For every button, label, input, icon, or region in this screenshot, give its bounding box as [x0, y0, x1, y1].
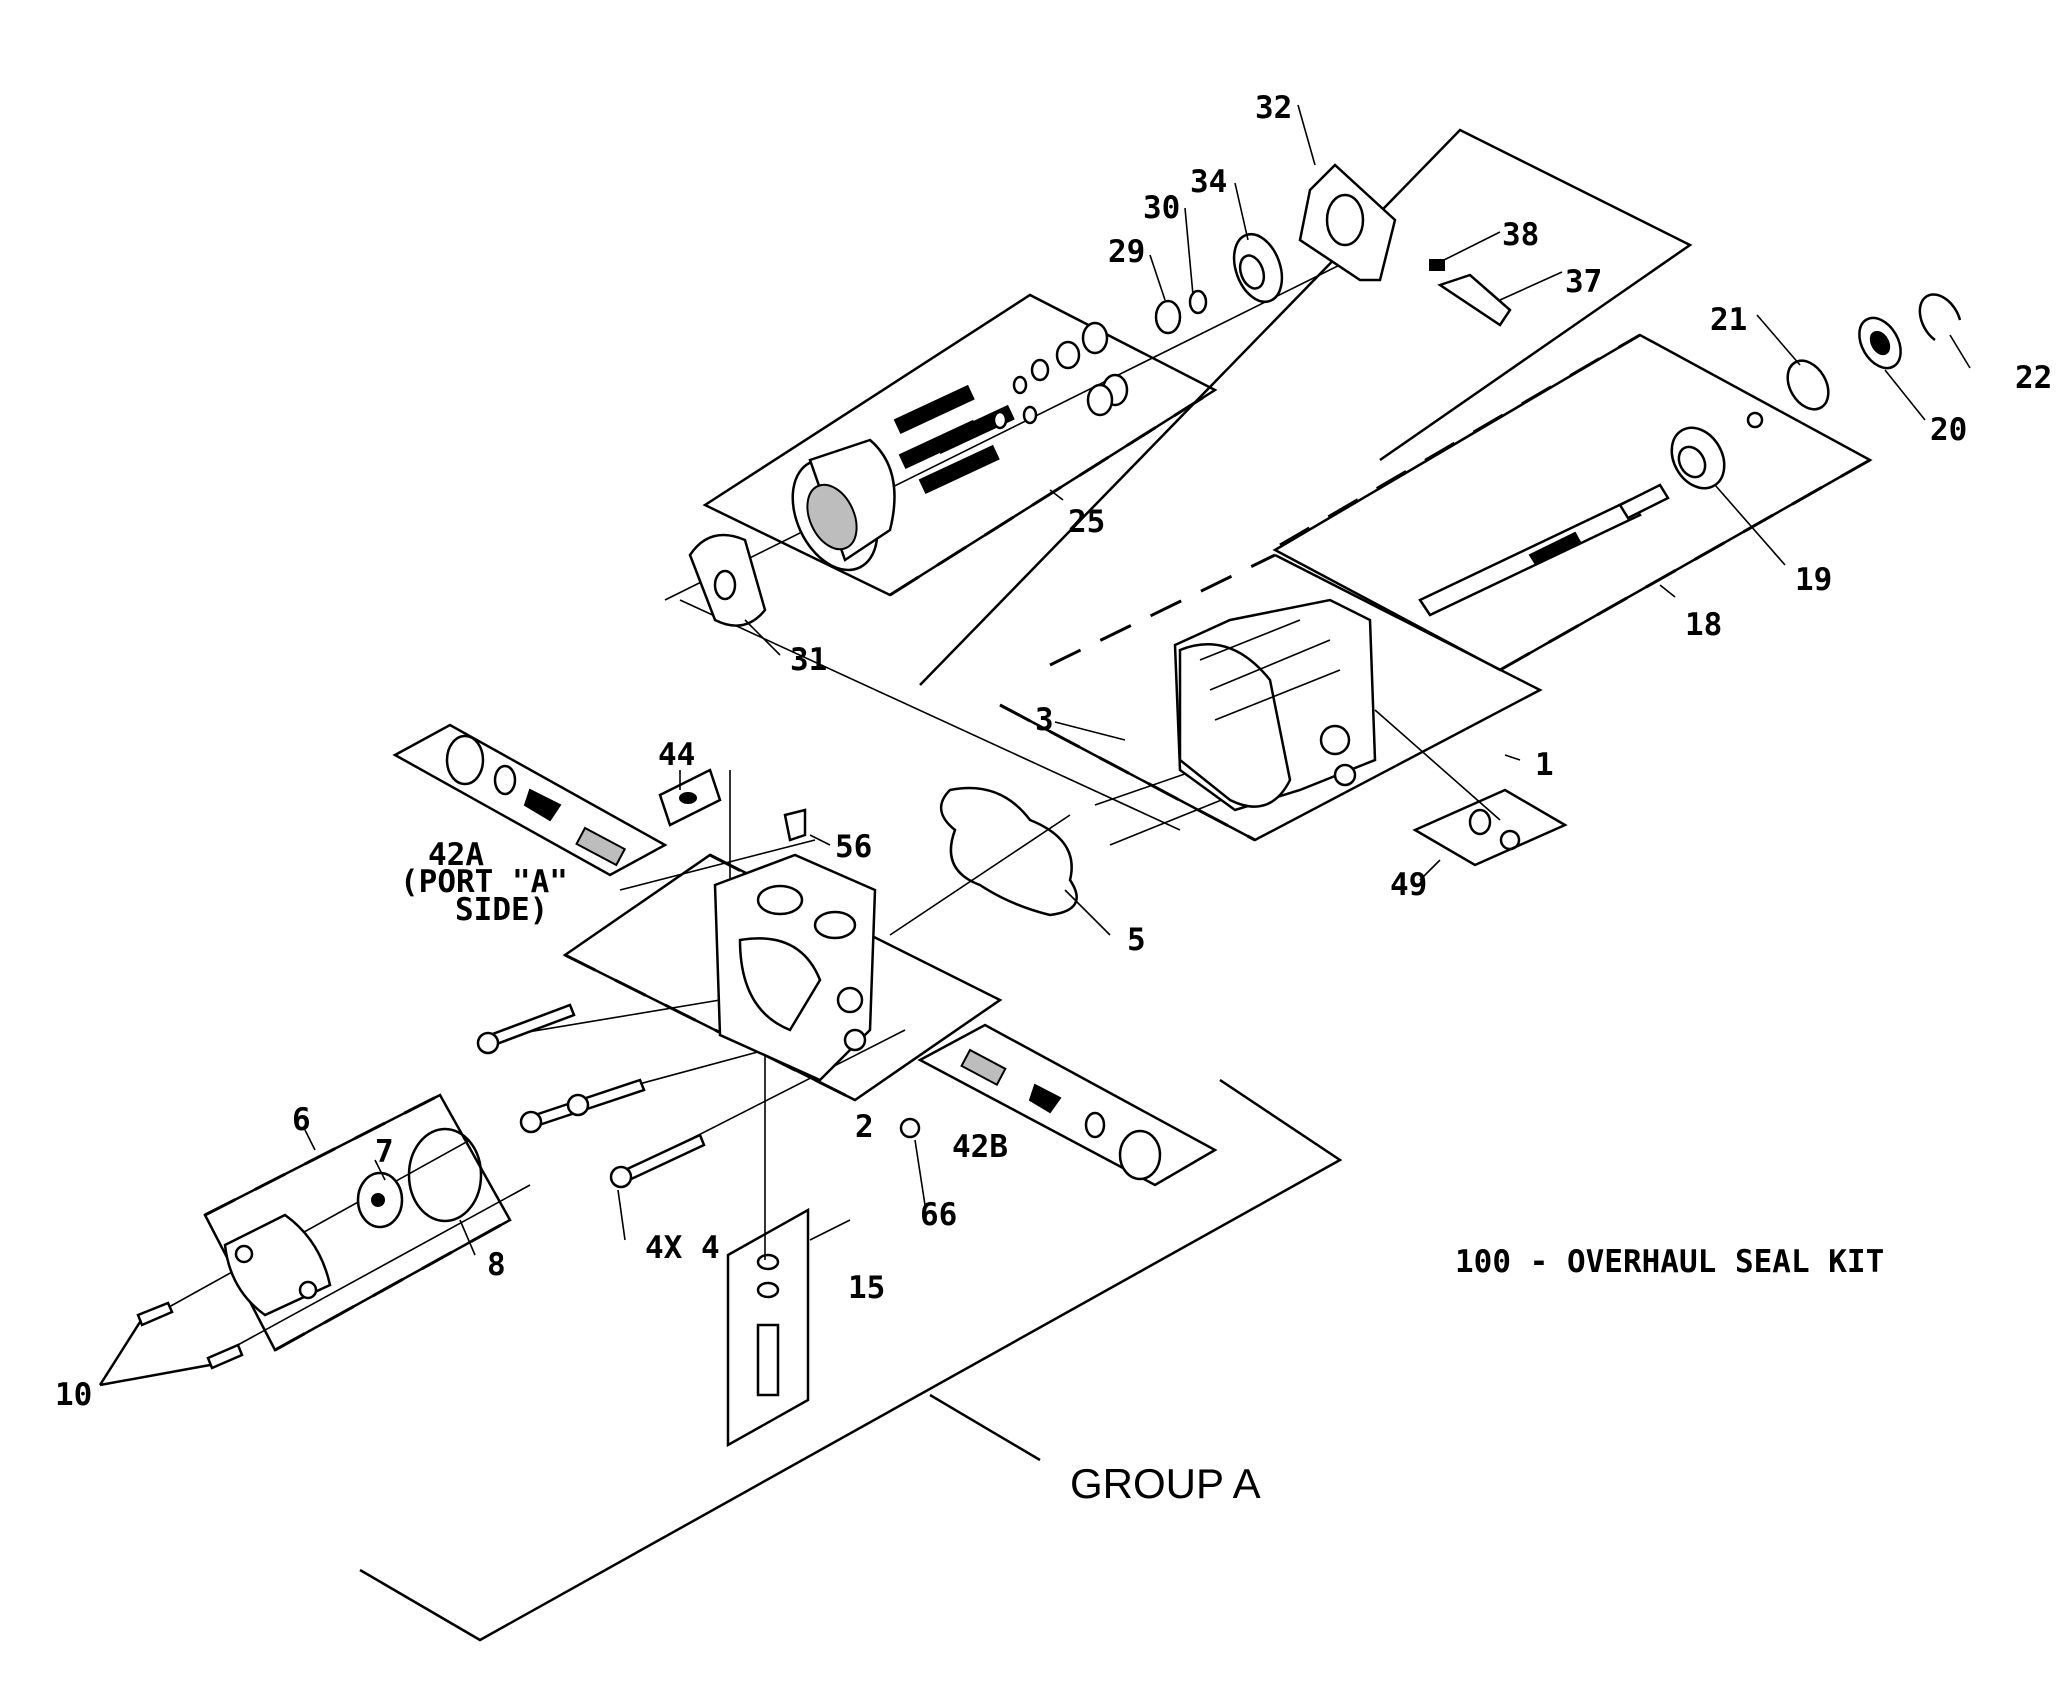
- callout-18: 18: [1685, 607, 1722, 643]
- charge-pump-kit-box: [203, 1093, 512, 1352]
- callout-19: 19: [1795, 562, 1832, 598]
- callout-66: 66: [920, 1197, 957, 1233]
- seal-49: [1468, 808, 1492, 836]
- snap-ring-22: [1918, 293, 1962, 342]
- callout-21: 21: [1710, 302, 1747, 338]
- callout-42a-port: (PORT "A": [400, 864, 568, 900]
- relief-valve-42a-box: [392, 723, 668, 877]
- callout-1: 1: [1535, 747, 1554, 783]
- bearing-19: [1670, 426, 1726, 490]
- valve-15: [756, 1253, 780, 1397]
- callout-labels: 32 34 30 29 38 37 21 22 20 19 18 25 31 3…: [55, 90, 2052, 1507]
- centre-section: [713, 853, 877, 1082]
- key-38: [1429, 259, 1445, 271]
- housing: [1173, 598, 1377, 812]
- group-label: GROUP A: [1070, 1460, 1261, 1507]
- callout-8: 8: [487, 1247, 506, 1283]
- ring-30: [1188, 289, 1208, 315]
- swashplate-hole: [713, 569, 737, 601]
- drive-shaft: [1418, 483, 1670, 617]
- bearing-34: [1232, 233, 1284, 303]
- callout-42a: 42A: [428, 837, 484, 873]
- callout-4: 4X 4: [645, 1230, 720, 1266]
- callout-22: 22: [2015, 360, 2052, 396]
- callout-38: 38: [1502, 217, 1539, 253]
- relief-valve-42a: [445, 734, 627, 867]
- leader-lines: [98, 104, 1971, 1387]
- seal-20: [1858, 316, 1902, 370]
- callout-25: 25: [1068, 504, 1105, 540]
- fitting-66: [899, 1117, 921, 1139]
- upper-frame: [919, 128, 1693, 686]
- callout-3: 3: [1035, 702, 1054, 738]
- callout-34: 34: [1190, 164, 1227, 200]
- part-15-box: [726, 1207, 810, 1448]
- callout-32: 32: [1255, 90, 1292, 126]
- charge-pump-parts: [136, 1127, 483, 1370]
- relief-valve-42b-box: [917, 1023, 1218, 1187]
- callout-20: 20: [1930, 412, 1967, 448]
- part-49-box: [1412, 788, 1568, 867]
- plate-44-hole: [679, 792, 697, 804]
- cradle-hole: [1325, 193, 1365, 247]
- relief-valve-42b: [960, 1048, 1162, 1181]
- callout-49: 49: [1390, 867, 1427, 903]
- cylinder-block: [791, 321, 1129, 572]
- bolts-4: [476, 1003, 706, 1189]
- callout-29: 29: [1108, 234, 1145, 270]
- callout-6: 6: [292, 1102, 311, 1138]
- callout-37: 37: [1565, 264, 1602, 300]
- kit-note: 100 - OVERHAUL SEAL KIT: [1455, 1244, 1884, 1280]
- callout-31: 31: [790, 642, 827, 678]
- part-44-box: [658, 768, 722, 827]
- callout-42a-side: SIDE): [455, 892, 548, 928]
- callout-30: 30: [1143, 190, 1180, 226]
- callout-15: 15: [848, 1270, 885, 1306]
- trunnion-37: [1437, 273, 1512, 327]
- callout-44: 44: [658, 737, 695, 773]
- ring-21: [1786, 359, 1830, 411]
- housing-kit-box: [999, 553, 1543, 842]
- spring-29: [1154, 299, 1182, 335]
- ring-49: [1499, 829, 1521, 851]
- group-a-outline: [359, 1078, 1343, 1642]
- callout-7: 7: [375, 1134, 394, 1170]
- callout-2: 2: [855, 1109, 874, 1145]
- gasket-5: [940, 786, 1078, 917]
- callout-42b: 42B: [952, 1129, 1008, 1165]
- callout-10: 10: [55, 1377, 92, 1413]
- callout-5: 5: [1127, 922, 1146, 958]
- fitting-56: [783, 808, 807, 842]
- callout-56: 56: [835, 829, 872, 865]
- ring-small: [1746, 411, 1764, 429]
